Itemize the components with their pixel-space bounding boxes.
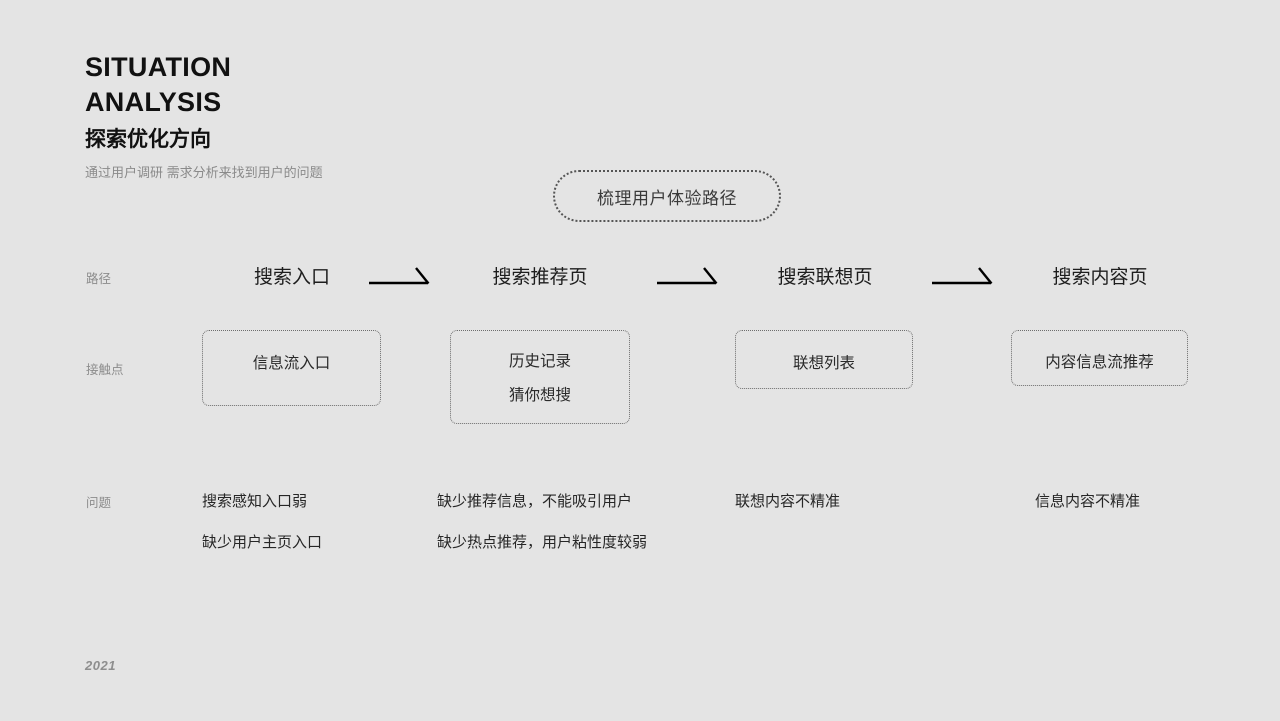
touchpoint-box-1: 信息流入口	[202, 330, 381, 406]
title-block: SITUATION ANALYSIS 探索优化方向 通过用户调研 需求分析来找到…	[85, 50, 323, 183]
page-subtitle-cn: 探索优化方向	[85, 128, 211, 151]
problem-item: 联想内容不精准	[735, 493, 841, 510]
touchpoint-item: 历史记录	[508, 353, 571, 370]
touchpoint-box-3-lines: 联想列表	[736, 347, 912, 381]
touchpoint-box-4-lines: 内容信息流推荐	[1012, 346, 1187, 380]
stage-heading-4: 搜索内容页	[1052, 267, 1148, 288]
touchpoint-item: 联想列表	[792, 355, 855, 372]
touchpoint-box-4: 内容信息流推荐	[1011, 330, 1188, 386]
problem-column-3: 联想内容不精准	[735, 481, 945, 522]
flow-arrow-1-icon	[368, 262, 432, 288]
problem-item: 缺少热点推荐，用户粘性度较弱	[437, 534, 648, 551]
touchpoint-item: 猜你想搜	[508, 387, 571, 404]
section-pill-label: 梳理用户体验路径	[597, 188, 737, 208]
stage-heading-3: 搜索联想页	[777, 267, 873, 288]
touchpoint-box-3: 联想列表	[735, 330, 913, 389]
problem-item: 缺少推荐信息，不能吸引用户	[437, 493, 633, 510]
page-title-line2: ANALYSIS	[85, 87, 222, 117]
touchpoint-box-2: 历史记录 猜你想搜	[450, 330, 630, 424]
touchpoint-item: 信息流入口	[252, 355, 331, 372]
section-pill: 梳理用户体验路径	[553, 170, 781, 222]
row-label-problem: 问题	[86, 496, 112, 510]
flow-arrow-2-icon	[656, 262, 720, 288]
problem-column-2: 缺少推荐信息，不能吸引用户 缺少热点推荐，用户粘性度较弱	[437, 481, 697, 563]
page-title-line1: SITUATION	[85, 52, 232, 82]
row-label-path: 路径	[86, 272, 112, 286]
problem-column-1: 搜索感知入口弱 缺少用户主页入口	[202, 481, 412, 563]
problem-item: 信息内容不精准	[1035, 493, 1141, 510]
stage-heading-2: 搜索推荐页	[492, 267, 588, 288]
touchpoint-box-2-lines: 历史记录 猜你想搜	[451, 345, 629, 413]
problem-item: 缺少用户主页入口	[202, 534, 323, 551]
page-description: 通过用户调研 需求分析来找到用户的问题	[85, 165, 323, 180]
stage-heading-1: 搜索入口	[253, 267, 330, 288]
touchpoint-item: 内容信息流推荐	[1045, 354, 1154, 371]
row-label-touchpoint: 接触点	[86, 363, 124, 377]
problem-item: 搜索感知入口弱	[202, 493, 308, 510]
footer-year: 2021	[85, 658, 116, 673]
problem-column-4: 信息内容不精准	[1035, 481, 1235, 522]
touchpoint-box-1-lines: 信息流入口	[203, 347, 380, 381]
flow-arrow-3-icon	[931, 262, 995, 288]
